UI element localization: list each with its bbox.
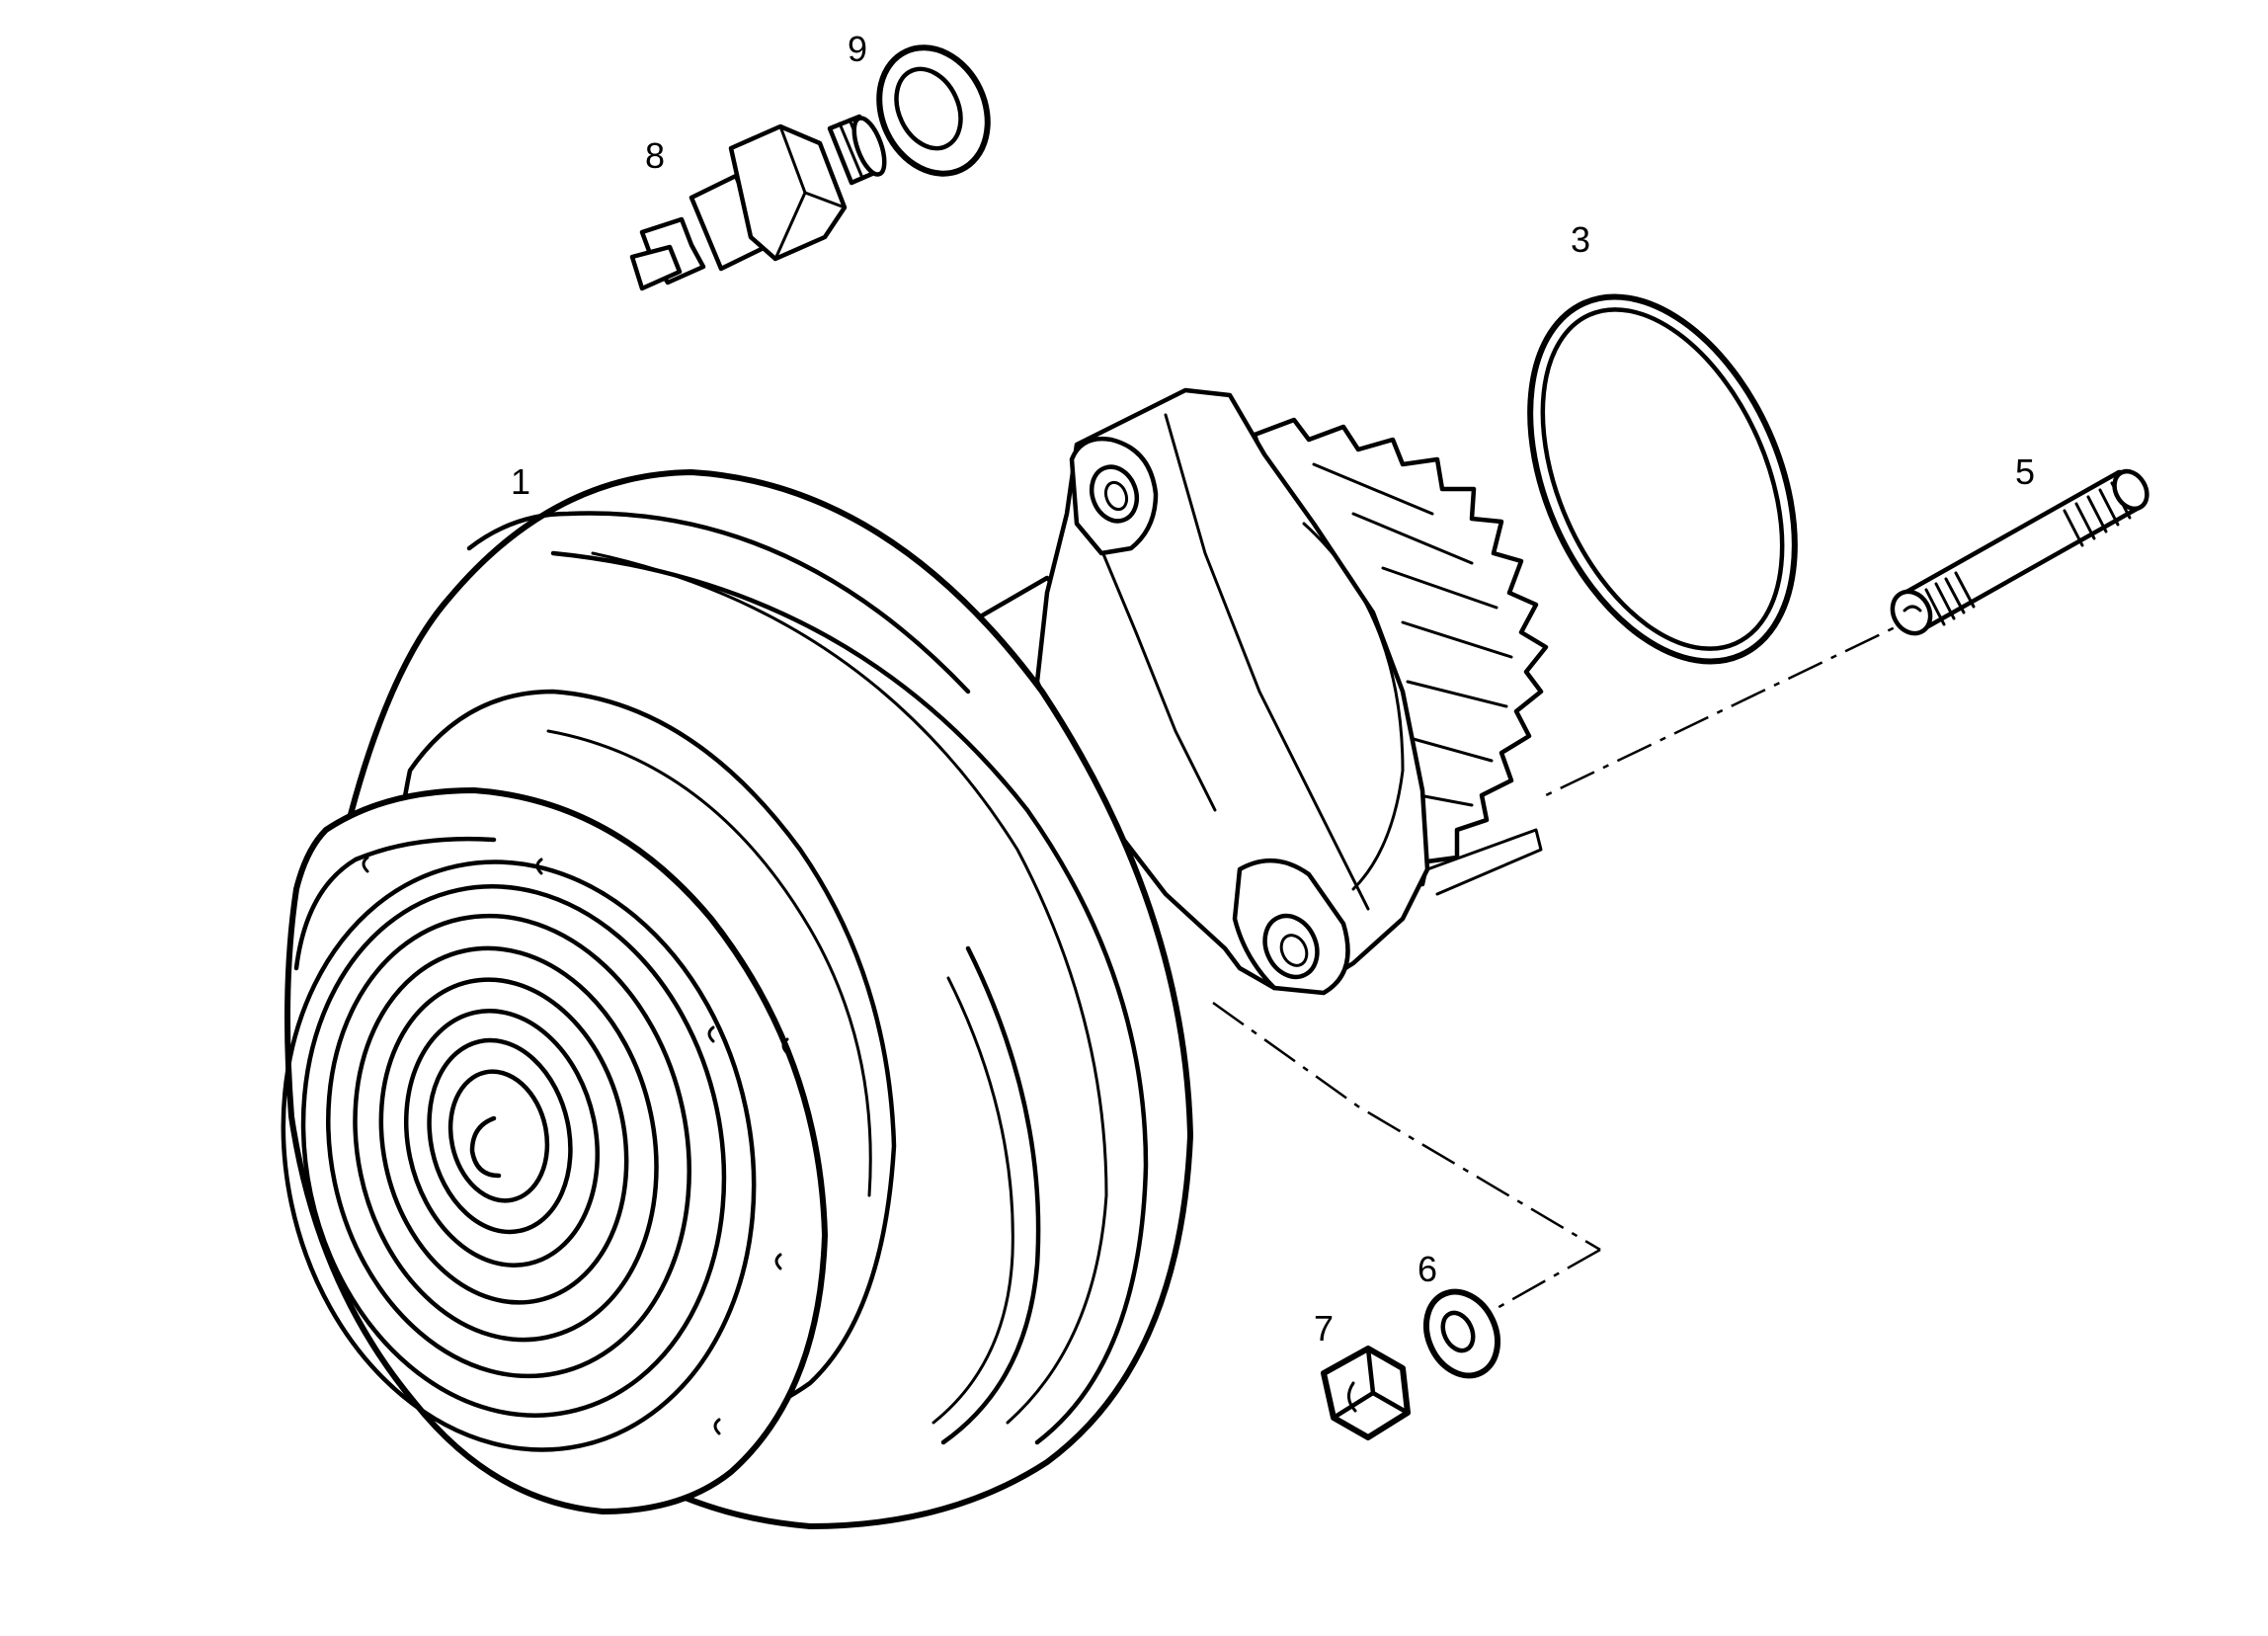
nut	[1321, 1346, 1411, 1440]
o-ring	[1527, 293, 1798, 665]
part-label-7: 7	[1314, 1308, 1334, 1349]
part-label-6: 6	[1418, 1249, 1437, 1289]
part-label-9: 9	[848, 29, 867, 69]
assembly-guide-lines	[1212, 606, 1937, 1316]
fan-clutch-pulley	[281, 469, 1193, 1529]
part-label-1: 1	[511, 461, 530, 502]
part-label-5: 5	[2015, 451, 2035, 492]
part-labels: 1 3 5 6 7 8 9	[511, 29, 2035, 1349]
temperature-switch	[629, 114, 887, 291]
stud	[1890, 468, 2149, 636]
washer	[1423, 1288, 1500, 1379]
pump-housing	[950, 387, 1549, 996]
sealing-ring	[876, 44, 991, 177]
part-label-3: 3	[1571, 219, 1590, 260]
part-label-8: 8	[645, 135, 665, 176]
